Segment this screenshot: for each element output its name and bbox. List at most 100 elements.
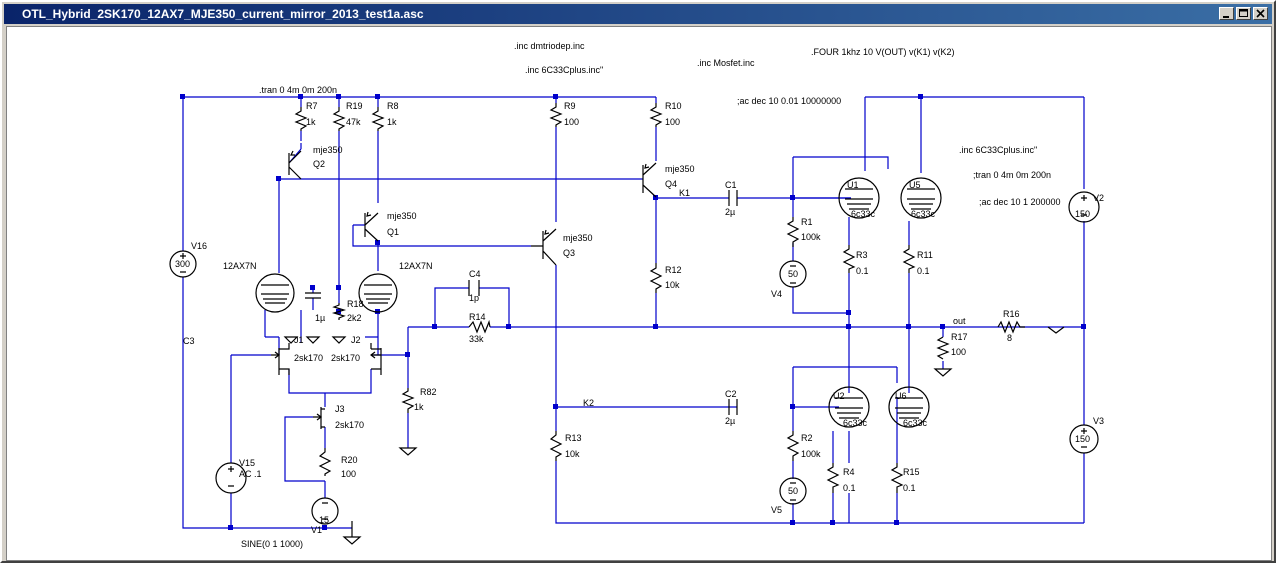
grounds bbox=[283, 336, 953, 545]
resistor-r7 bbox=[294, 107, 308, 131]
title-bar[interactable]: OTL_Hybrid_2SK170_12AX7_MJE350_current_m… bbox=[4, 4, 1272, 24]
label-q3: Q3 bbox=[563, 248, 575, 258]
minimize-button[interactable] bbox=[1219, 7, 1234, 20]
label-r10v: 100 bbox=[665, 117, 680, 127]
label-r17v: 100 bbox=[951, 347, 966, 357]
transistor-q1 bbox=[364, 211, 379, 242]
resistor-r15 bbox=[890, 463, 904, 493]
label-u2: U2 bbox=[833, 391, 845, 401]
label-u1: U1 bbox=[847, 180, 859, 190]
directive-ac-comment: ;ac dec 10 1 200000 bbox=[979, 197, 1061, 207]
label-v2v: 150 bbox=[1075, 209, 1090, 219]
label-c2: C2 bbox=[725, 389, 737, 399]
label-q3m: mje350 bbox=[563, 233, 593, 243]
tube-u6 bbox=[888, 386, 930, 428]
label-r10: R10 bbox=[665, 101, 682, 111]
directive-tran: .tran 0 4m 0m 200n bbox=[259, 85, 337, 95]
label-r12v: 10k bbox=[665, 280, 680, 290]
source-v15 bbox=[215, 462, 247, 494]
label-u1m: 6c33c bbox=[851, 209, 876, 219]
label-r7v: 1k bbox=[306, 117, 316, 127]
ground-icon bbox=[933, 368, 953, 377]
label-u6m: 6c33c bbox=[903, 418, 928, 428]
label-q1: Q1 bbox=[387, 227, 399, 237]
label-j2: J2 bbox=[351, 335, 361, 345]
load-marker bbox=[1047, 326, 1065, 334]
maximize-button[interactable] bbox=[1236, 7, 1251, 20]
label-v4: V4 bbox=[771, 289, 782, 299]
label-r13: R13 bbox=[565, 433, 582, 443]
source-v16 bbox=[169, 250, 197, 278]
label-r15v: 0.1 bbox=[903, 483, 916, 493]
directive-inc-dmtriodep: .inc dmtriodep.inc bbox=[514, 41, 585, 51]
directive-tran-comment: ;tran 0 4m 0m 200n bbox=[973, 170, 1051, 180]
label-r11v: 0.1 bbox=[917, 266, 930, 276]
resistor-r18 bbox=[331, 303, 347, 320]
jfets bbox=[271, 343, 382, 429]
label-j3: J3 bbox=[335, 404, 345, 414]
directive-ac: ;ac dec 10 0.01 10000000 bbox=[737, 96, 841, 106]
resistor-r3 bbox=[842, 245, 856, 273]
label-u2m: 6c33c bbox=[843, 418, 868, 428]
label-k2: K2 bbox=[583, 398, 594, 408]
source-v3 bbox=[1069, 424, 1099, 454]
capacitor-c5 bbox=[305, 292, 321, 299]
label-r11: R11 bbox=[917, 250, 933, 260]
close-icon bbox=[1256, 9, 1265, 18]
label-v5: V5 bbox=[771, 505, 782, 515]
transistor-q4 bbox=[642, 162, 657, 198]
close-button[interactable] bbox=[1253, 7, 1268, 20]
directive-inc-6c33c-right: .inc 6C33Cplus.inc" bbox=[959, 145, 1037, 155]
capacitor-c2 bbox=[728, 399, 738, 415]
window-controls bbox=[1219, 7, 1268, 20]
resistor-r2 bbox=[786, 431, 800, 461]
label-c4: C4 bbox=[469, 269, 481, 279]
schematic-drawing: .inc dmtriodep.inc .inc 6C33Cplus.inc" .… bbox=[169, 41, 1104, 549]
label-j1: J1 bbox=[294, 335, 304, 345]
resistor-r16 bbox=[997, 320, 1025, 334]
resistor-r17 bbox=[936, 336, 950, 360]
label-r18: R18 bbox=[347, 299, 364, 309]
label-r82: R82 bbox=[420, 387, 437, 397]
resistor-r82 bbox=[401, 388, 415, 413]
ground-icon bbox=[305, 336, 321, 344]
label-c4v: 1p bbox=[469, 293, 479, 303]
label-t1: 12AX7N bbox=[223, 261, 257, 271]
label-sine: SINE(0 1 1000) bbox=[241, 539, 303, 549]
label-v15v: AC .1 bbox=[239, 469, 262, 479]
label-r20v: 100 bbox=[341, 469, 356, 479]
label-k1: K1 bbox=[679, 188, 690, 198]
label-r3v: 0.1 bbox=[856, 266, 869, 276]
label-r13v: 10k bbox=[565, 449, 580, 459]
source-v4 bbox=[779, 260, 807, 288]
capacitors bbox=[305, 190, 738, 415]
jfet-j2 bbox=[370, 343, 382, 375]
label-c3: C3 bbox=[183, 336, 195, 346]
label-r8v: 1k bbox=[387, 117, 397, 127]
jfet-j1 bbox=[271, 343, 290, 375]
label-r9: R9 bbox=[564, 101, 576, 111]
label-v5v: 50 bbox=[788, 486, 798, 496]
label-r18v: 2k2 bbox=[347, 313, 362, 323]
schematic-canvas[interactable]: .inc dmtriodep.inc .inc 6C33Cplus.inc" .… bbox=[6, 26, 1272, 561]
label-r19v: 47k bbox=[346, 117, 361, 127]
resistor-r19 bbox=[332, 107, 346, 131]
label-v3v: 150 bbox=[1075, 434, 1090, 444]
label-u5: U5 bbox=[909, 180, 921, 190]
label-c1: C1 bbox=[725, 180, 737, 190]
label-r9v: 100 bbox=[564, 117, 579, 127]
tube-u5 bbox=[900, 177, 942, 219]
label-r12: R12 bbox=[665, 265, 682, 275]
wires bbox=[182, 96, 1085, 529]
label-v3: V3 bbox=[1093, 416, 1104, 426]
label-r20: R20 bbox=[341, 455, 358, 465]
directive-inc-mosfet: .inc Mosfet.inc bbox=[697, 58, 755, 68]
tubes bbox=[255, 177, 942, 428]
ground-icon bbox=[398, 447, 418, 456]
label-r1: R1 bbox=[801, 217, 813, 227]
label-r82v: 1k bbox=[414, 402, 424, 412]
resistor-r11 bbox=[902, 245, 916, 273]
label-r4: R4 bbox=[843, 467, 855, 477]
label-r3: R3 bbox=[856, 250, 868, 260]
tube-u2 bbox=[828, 386, 870, 428]
